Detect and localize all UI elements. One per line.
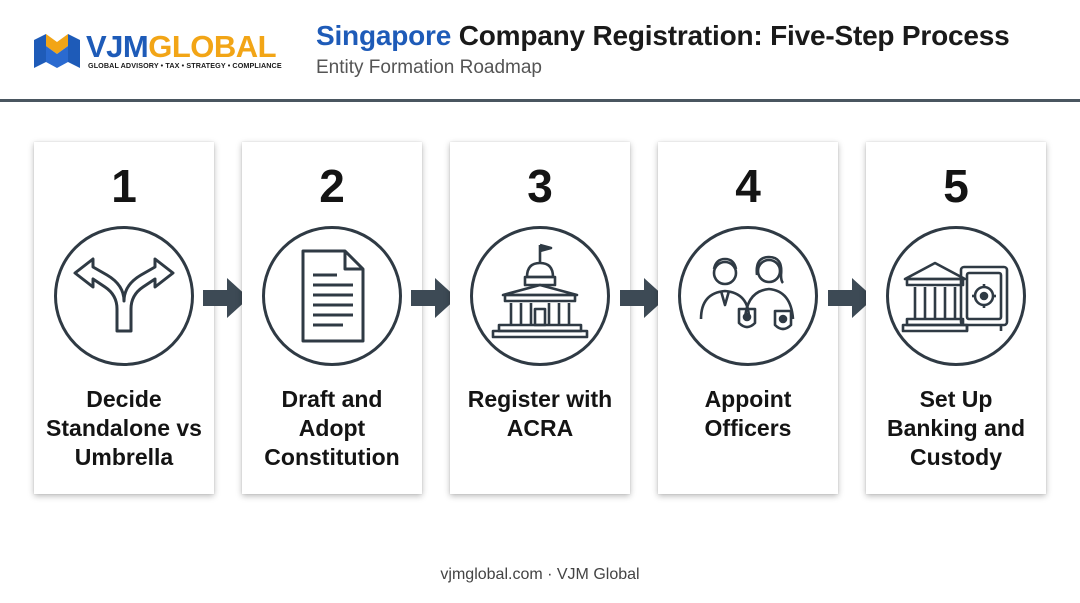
vjm-global-logo[interactable]: VJMGLOBAL GLOBAL ADVISORY • TAX • STRATE… bbox=[32, 30, 292, 74]
step-label: Register with ACRA bbox=[467, 386, 613, 441]
logo-word-global: GLOBAL bbox=[148, 29, 277, 64]
government-building-icon bbox=[491, 243, 589, 339]
logo-wordmark: VJMGLOBAL bbox=[86, 29, 277, 64]
step-card-4: 4 Appoint Officers bbox=[658, 142, 838, 494]
footer-text: vjmglobal.com · VJM Global bbox=[440, 566, 640, 583]
steps-row: 1 Decide Standalone vs Umbrella 2 Dra bbox=[0, 140, 1080, 500]
step-label: Decide Standalone vs Umbrella bbox=[46, 386, 202, 470]
logo-tagline: GLOBAL ADVISORY • TAX • STRATEGY • COMPL… bbox=[88, 61, 282, 70]
step-number: 5 bbox=[943, 160, 969, 212]
step-number: 3 bbox=[527, 160, 553, 212]
step-label: Appoint Officers bbox=[704, 386, 792, 441]
header-divider bbox=[0, 99, 1080, 102]
officers-icon bbox=[699, 255, 795, 331]
logo-word-vjm: VJM bbox=[86, 29, 149, 64]
step-card-5: 5 bbox=[866, 142, 1046, 494]
arrow-right-icon bbox=[411, 278, 457, 318]
step-number: 2 bbox=[319, 160, 345, 212]
step-card-3: 3 Register with ACRA bbox=[450, 142, 630, 494]
step-icon-circle bbox=[886, 226, 1026, 366]
arrow-right-icon bbox=[203, 278, 249, 318]
step-number: 4 bbox=[735, 160, 761, 212]
arrow-right-icon bbox=[620, 278, 666, 318]
arrow-right-icon bbox=[828, 278, 874, 318]
bank-vault-icon bbox=[901, 261, 1009, 333]
step-icon-circle bbox=[262, 226, 402, 366]
page-title: Singapore Company Registration: Five-Ste… bbox=[316, 20, 1010, 52]
header: VJMGLOBAL GLOBAL ADVISORY • TAX • STRATE… bbox=[0, 0, 1080, 102]
title-rest: Company Registration: Five-Step Process bbox=[451, 20, 1010, 51]
step-card-2: 2 Draft and Adopt Constitution bbox=[242, 142, 422, 494]
page-subtitle: Entity Formation Roadmap bbox=[316, 57, 542, 78]
step-number: 1 bbox=[111, 160, 137, 212]
step-label: Draft and Adopt Constitution bbox=[264, 386, 400, 470]
step-card-1: 1 Decide Standalone vs Umbrella bbox=[34, 142, 214, 494]
step-icon-circle bbox=[470, 226, 610, 366]
step-icon-circle bbox=[54, 226, 194, 366]
split-arrows-icon bbox=[73, 257, 175, 333]
step-icon-circle bbox=[678, 226, 818, 366]
logo-mark-icon bbox=[34, 34, 80, 68]
step-label: Set Up Banking and Custody bbox=[886, 386, 1025, 470]
title-accent: Singapore bbox=[316, 20, 452, 51]
document-icon bbox=[301, 249, 365, 343]
